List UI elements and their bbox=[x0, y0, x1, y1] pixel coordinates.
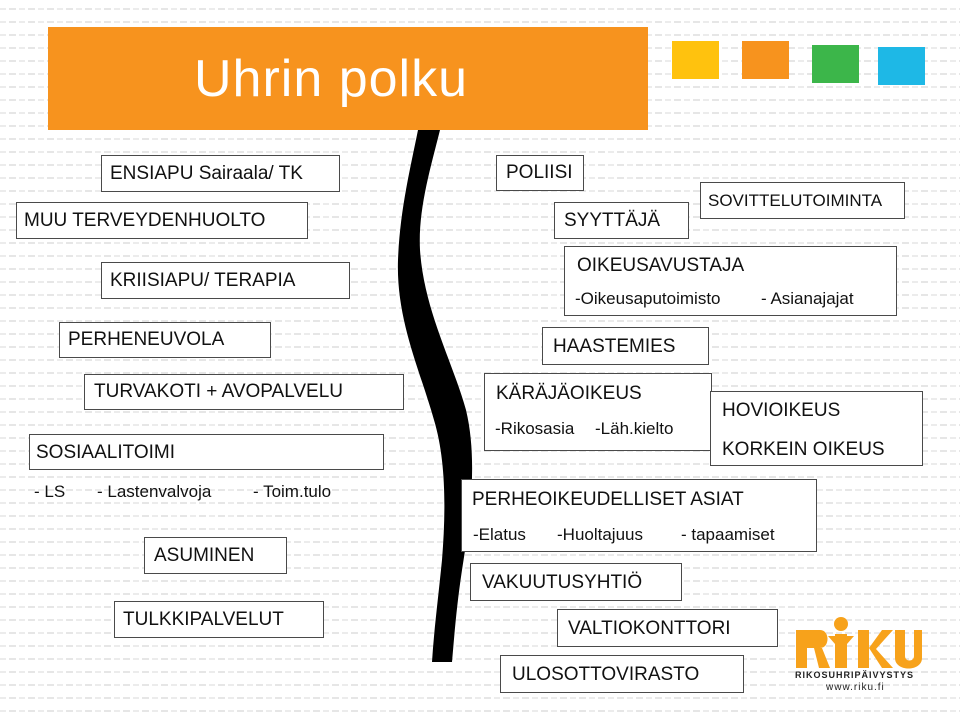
poliisi-box: POLIISI bbox=[496, 155, 584, 191]
korkein-oikeus-label: KORKEIN OIKEUS bbox=[722, 439, 885, 460]
oikeusavustaja-item-oikeusaputoimisto: -Oikeusaputoimisto bbox=[575, 289, 721, 308]
haastemies-box: HAASTEMIES bbox=[542, 327, 709, 365]
texture-line bbox=[0, 697, 960, 699]
haastemies-label: HAASTEMIES bbox=[553, 336, 676, 357]
ensiapu-label: ENSIAPU Sairaala/ TK bbox=[110, 163, 303, 184]
sovittelutoiminta-box: SOVITTELUTOIMINTA bbox=[700, 182, 905, 219]
texture-line bbox=[0, 450, 960, 452]
karajaoikeus-label: KÄRÄJÄOIKEUS bbox=[496, 383, 642, 404]
texture-line bbox=[0, 203, 960, 205]
syyttaja-label: SYYTTÄJÄ bbox=[564, 210, 661, 231]
texture-line bbox=[0, 671, 960, 673]
karajaoikeus-item-rikosasia: -Rikosasia bbox=[495, 419, 575, 438]
texture-line bbox=[0, 346, 960, 348]
texture-line bbox=[0, 359, 960, 361]
ulosottovirasto-box: ULOSOTTOVIRASTO bbox=[500, 655, 744, 693]
texture-line bbox=[0, 190, 960, 192]
texture-line bbox=[0, 619, 960, 621]
ensiapu-box: ENSIAPU Sairaala/ TK bbox=[101, 155, 340, 192]
orange-square bbox=[742, 41, 789, 79]
perheoikeudelliset-item-elatus: -Elatus bbox=[473, 525, 526, 544]
texture-line bbox=[0, 437, 960, 439]
poliisi-label: POLIISI bbox=[506, 162, 573, 183]
texture-line bbox=[0, 268, 960, 270]
riku-logo: RIKOSUHRIPÄIVYSTYS www.riku.fi bbox=[792, 616, 922, 696]
texture-line bbox=[0, 684, 960, 686]
turvakoti-label: TURVAKOTI + AVOPALVELU bbox=[94, 381, 344, 402]
blue-square bbox=[878, 47, 925, 85]
texture-line bbox=[0, 307, 960, 309]
oikeusavustaja-box: OIKEUSAVUSTAJA -Oikeusaputoimisto - Asia… bbox=[564, 246, 897, 316]
kriisiapu-label: KRIISIAPU/ TERAPIA bbox=[110, 270, 296, 291]
sosiaalitoimi-box: SOSIAALITOIMI bbox=[29, 434, 384, 470]
perheneuvola-label: PERHENEUVOLA bbox=[68, 329, 225, 350]
sosiaalitoimi-label: SOSIAALITOIMI bbox=[36, 442, 176, 463]
riku-logo-subtitle: RIKOSUHRIPÄIVYSTYS bbox=[795, 670, 915, 680]
syyttaja-box: SYYTTÄJÄ bbox=[554, 202, 689, 239]
texture-line bbox=[0, 554, 960, 556]
hovioikeus-label: HOVIOIKEUS bbox=[722, 400, 841, 421]
texture-line bbox=[0, 632, 960, 634]
karajaoikeus-item-lahkielto: -Läh.kielto bbox=[595, 419, 674, 438]
texture-line bbox=[0, 424, 960, 426]
texture-line bbox=[0, 333, 960, 335]
perheneuvola-box: PERHENEUVOLA bbox=[59, 322, 271, 358]
texture-line bbox=[0, 606, 960, 608]
muu-terveydenhuolto-box: MUU TERVEYDENHUOLTO bbox=[16, 202, 308, 239]
tuomioistuimet-box: HOVIOIKEUS KORKEIN OIKEUS bbox=[710, 391, 923, 466]
tulkkipalvelut-box: TULKKIPALVELUT bbox=[114, 601, 324, 638]
asuminen-label: ASUMINEN bbox=[154, 545, 255, 566]
perheoikeudelliset-item-huoltajuus: -Huoltajuus bbox=[557, 525, 643, 544]
perheoikeudelliset-item-tapaamiset: - tapaamiset bbox=[681, 525, 775, 544]
ulosottovirasto-label: ULOSOTTOVIRASTO bbox=[512, 664, 700, 685]
sosiaalitoimi-item-lastenvalvoja: - Lastenvalvoja bbox=[97, 482, 212, 501]
texture-line bbox=[0, 658, 960, 660]
texture-line bbox=[0, 710, 960, 712]
texture-line bbox=[0, 177, 960, 179]
perheoikeudelliset-box: PERHEOIKEUDELLISET ASIAT -Elatus -Huolta… bbox=[461, 479, 817, 552]
turvakoti-box: TURVAKOTI + AVOPALVELU bbox=[84, 374, 404, 410]
vakuutusyhtio-label: VAKUUTUSYHTIÖ bbox=[482, 572, 643, 593]
yellow-square bbox=[672, 41, 719, 79]
texture-line bbox=[0, 255, 960, 257]
sovittelutoiminta-label: SOVITTELUTOIMINTA bbox=[708, 191, 883, 210]
texture-line bbox=[0, 411, 960, 413]
texture-line bbox=[0, 320, 960, 322]
texture-line bbox=[0, 294, 960, 296]
texture-line bbox=[0, 151, 960, 153]
sosiaalitoimi-item-ls: - LS bbox=[34, 482, 66, 501]
riku-logo-url: www.riku.fi bbox=[826, 682, 885, 693]
oikeusavustaja-item-asianajajat: - Asianajajat bbox=[761, 289, 854, 308]
texture-line bbox=[0, 645, 960, 647]
texture-line bbox=[0, 138, 960, 140]
valtiokonttori-box: VALTIOKONTTORI bbox=[557, 609, 778, 647]
texture-line bbox=[0, 242, 960, 244]
riku-logo-graphic bbox=[796, 617, 922, 669]
texture-line bbox=[0, 463, 960, 465]
texture-line bbox=[0, 398, 960, 400]
green-square bbox=[812, 45, 859, 83]
asuminen-box: ASUMINEN bbox=[144, 537, 287, 574]
perheoikeudelliset-label: PERHEOIKEUDELLISET ASIAT bbox=[472, 489, 744, 510]
texture-line bbox=[0, 372, 960, 374]
slide-title: Uhrin polku bbox=[194, 50, 469, 108]
texture-line bbox=[0, 164, 960, 166]
texture-line bbox=[0, 281, 960, 283]
texture-line bbox=[0, 476, 960, 478]
karajaoikeus-box: KÄRÄJÄOIKEUS -Rikosasia -Läh.kielto bbox=[484, 373, 712, 451]
valtiokonttori-label: VALTIOKONTTORI bbox=[568, 618, 731, 639]
oikeusavustaja-label: OIKEUSAVUSTAJA bbox=[577, 255, 745, 276]
texture-line bbox=[0, 229, 960, 231]
title-bar: Uhrin polku bbox=[48, 27, 648, 130]
vakuutusyhtio-box: VAKUUTUSYHTIÖ bbox=[470, 563, 682, 601]
sosiaalitoimi-item-toimtulo: - Toim.tulo bbox=[253, 482, 332, 501]
kriisiapu-box: KRIISIAPU/ TERAPIA bbox=[101, 262, 350, 299]
muu-terveydenhuolto-label: MUU TERVEYDENHUOLTO bbox=[24, 210, 266, 231]
texture-line bbox=[0, 21, 960, 23]
texture-line bbox=[0, 216, 960, 218]
texture-line bbox=[0, 8, 960, 10]
texture-line bbox=[0, 385, 960, 387]
tulkkipalvelut-label: TULKKIPALVELUT bbox=[123, 609, 284, 630]
